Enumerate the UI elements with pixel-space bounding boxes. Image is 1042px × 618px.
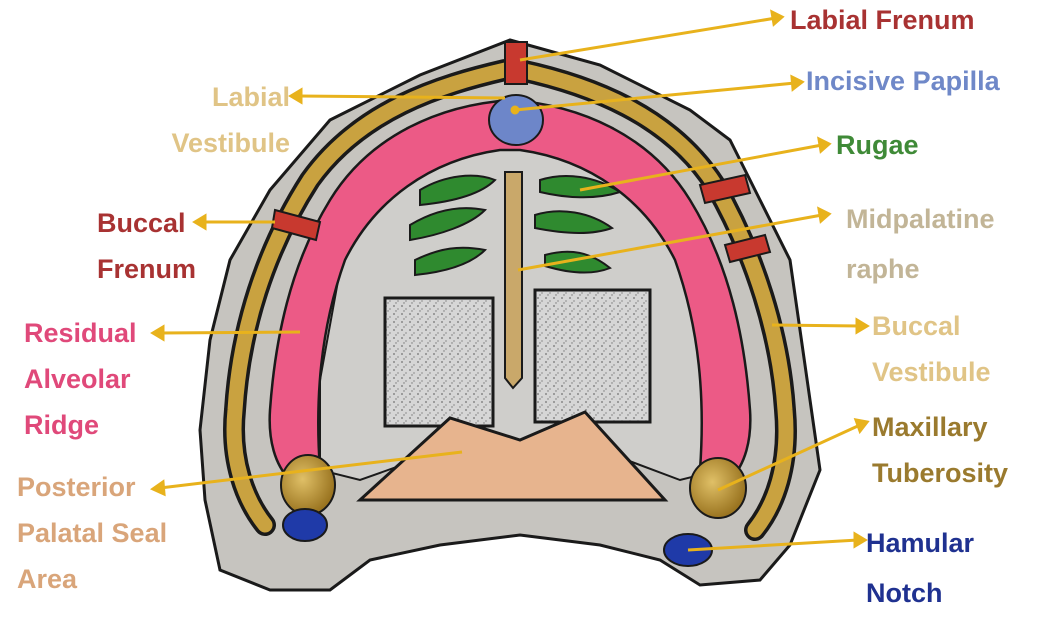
tuberosity-right	[690, 458, 746, 518]
tuberosity-left	[281, 455, 335, 515]
labial-frenum-mark	[505, 42, 527, 84]
label-midpalatine-raphe-line2: raphe	[846, 244, 995, 294]
label-midpalatine-raphe-line1: Midpalatine	[846, 194, 995, 244]
label-maxillary-tuberosity-line1: Maxillary	[872, 404, 1008, 450]
label-posterior-palatal-seal-area-line1: Posterior	[17, 464, 167, 510]
label-posterior-palatal-seal-area-line3: Area	[17, 556, 167, 602]
label-posterior-palatal-seal-area: Posterior Palatal Seal Area	[17, 464, 167, 602]
label-residual-alveolar-ridge-line2: Alveolar	[24, 356, 137, 402]
label-buccal-frenum-line1: Buccal	[97, 200, 196, 246]
label-residual-alveolar-ridge-line1: Residual	[24, 310, 137, 356]
label-posterior-palatal-seal-area-line2: Palatal Seal	[17, 510, 167, 556]
label-buccal-frenum-line2: Frenum	[97, 246, 196, 292]
label-labial-frenum: Labial Frenum	[790, 2, 975, 38]
label-midpalatine-raphe: Midpalatine raphe	[846, 194, 995, 294]
label-hamular-notch-line2: Notch	[866, 568, 974, 618]
label-incisive-papilla: Incisive Papilla	[806, 63, 1000, 99]
label-residual-alveolar-ridge-line3: Ridge	[24, 402, 137, 448]
label-maxillary-tuberosity: Maxillary Tuberosity	[872, 404, 1008, 496]
label-labial-vestibule-line2: Vestibule	[171, 120, 290, 166]
label-buccal-vestibule: Buccal Vestibule	[872, 303, 991, 395]
label-rugae: Rugae	[836, 127, 919, 163]
label-incisive-papilla-text: Incisive Papilla	[806, 63, 1000, 99]
palatal-patch-left	[385, 298, 493, 426]
label-labial-frenum-text: Labial Frenum	[790, 2, 975, 38]
label-labial-vestibule-line1: Labial	[171, 74, 290, 120]
incisive-papilla-mark	[489, 95, 543, 145]
label-buccal-vestibule-line2: Vestibule	[872, 349, 991, 395]
hamular-notch-left	[283, 509, 327, 541]
label-rugae-text: Rugae	[836, 127, 919, 163]
label-buccal-frenum: Buccal Frenum	[97, 200, 196, 292]
palatal-patch-right	[535, 290, 650, 422]
label-maxillary-tuberosity-line2: Tuberosity	[872, 450, 1008, 496]
label-hamular-notch-line1: Hamular	[866, 518, 974, 568]
midpalatine-raphe-mark	[505, 172, 522, 388]
label-hamular-notch: Hamular Notch	[866, 518, 974, 618]
label-labial-vestibule: Labial Vestibule	[171, 74, 290, 166]
label-residual-alveolar-ridge: Residual Alveolar Ridge	[24, 310, 137, 448]
label-buccal-vestibule-line1: Buccal	[872, 303, 991, 349]
